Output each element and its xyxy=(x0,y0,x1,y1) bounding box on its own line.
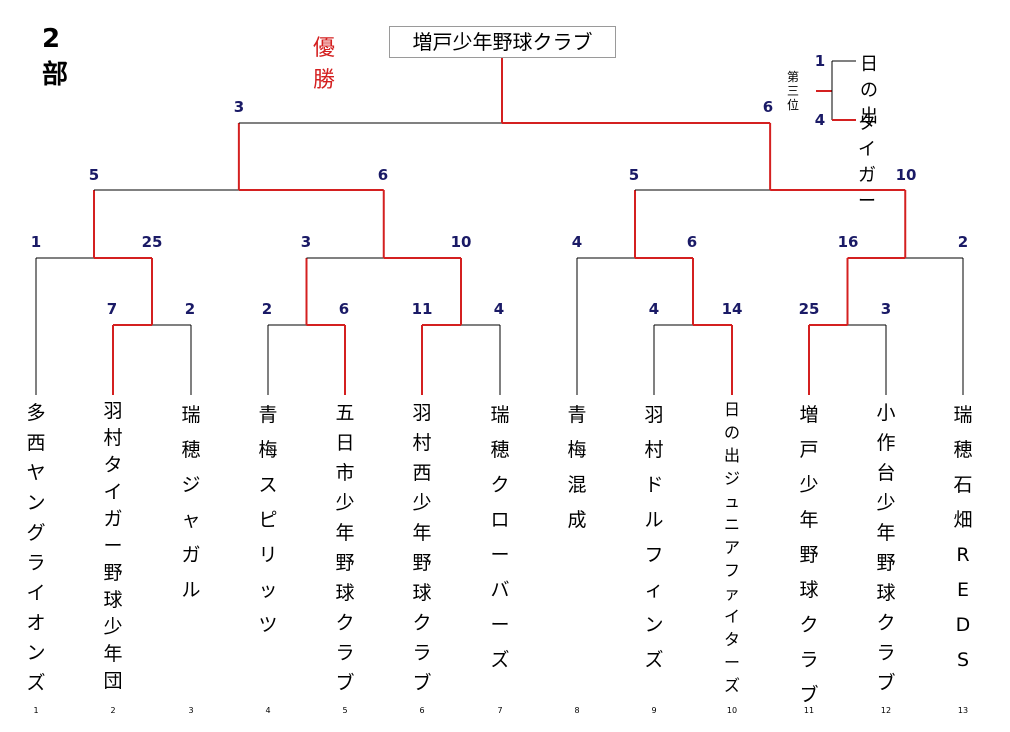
team-name-12: 小作台少年野球クラブ xyxy=(876,402,896,694)
team-num-12: 12 xyxy=(880,706,892,715)
team-name-1: 多西ヤングライオンズ xyxy=(26,402,46,694)
score-r2-a-left: 1 xyxy=(30,233,42,251)
third-place-score-1: 1 xyxy=(814,52,826,70)
score-r1-team11: 25 xyxy=(798,300,820,318)
score-r1-team9: 4 xyxy=(648,300,660,318)
team-name-8: 青梅混成 xyxy=(567,404,587,531)
score-r2-c-left: 4 xyxy=(571,233,583,251)
team-num-4: 4 xyxy=(265,706,271,715)
score-r1-team10: 14 xyxy=(721,300,743,318)
score-final-right: 6 xyxy=(762,98,774,116)
team-name-5: 五日市少年野球クラブ xyxy=(335,402,355,694)
team-num-9: 9 xyxy=(651,706,657,715)
team-num-2: 2 xyxy=(110,706,116,715)
team-name-6: 羽村西少年野球クラブ xyxy=(412,402,432,694)
score-r1-team3: 2 xyxy=(184,300,196,318)
score-r2-b-right: 10 xyxy=(450,233,472,251)
team-name-9: 羽村ドルフィンズ xyxy=(644,404,664,671)
score-r1-team6: 11 xyxy=(411,300,433,318)
team-num-3: 3 xyxy=(188,706,194,715)
score-r2-d-right: 2 xyxy=(957,233,969,251)
score-r3-b-right: 10 xyxy=(895,166,917,184)
score-r2-b-left: 3 xyxy=(300,233,312,251)
team-name-3: 瑞穂ジャガル xyxy=(181,404,201,601)
champion-label: 優勝 xyxy=(313,36,338,93)
score-r2-a-right: 25 xyxy=(141,233,163,251)
score-r3-a-left: 5 xyxy=(88,166,100,184)
team-name-10: 日の出ジュニアファイターズ xyxy=(723,400,740,695)
third-place-score-2: 4 xyxy=(814,111,826,129)
score-r3-b-left: 5 xyxy=(628,166,640,184)
score-final-left: 3 xyxy=(233,98,245,116)
team-num-8: 8 xyxy=(574,706,580,715)
team-name-4: 青梅スピリッツ xyxy=(258,404,278,636)
team-num-11: 11 xyxy=(803,706,815,715)
score-r1-team7: 4 xyxy=(493,300,505,318)
team-num-5: 5 xyxy=(342,706,348,715)
team-name-2: 羽村タイガー野球少年団 xyxy=(103,400,123,692)
third-place-team-2: タイガー xyxy=(858,113,882,212)
team-name-7: 瑞穂クローバーズ xyxy=(490,404,510,671)
score-r1-team4: 2 xyxy=(261,300,273,318)
team-num-10: 10 xyxy=(726,706,738,715)
third-place-team-1: 日 の 出 xyxy=(860,54,884,127)
score-r2-c-right: 6 xyxy=(686,233,698,251)
team-num-13: 13 xyxy=(957,706,969,715)
score-r3-a-right: 6 xyxy=(377,166,389,184)
score-r1-team5: 6 xyxy=(338,300,350,318)
score-r2-d-left: 16 xyxy=(837,233,859,251)
score-r1-team12: 3 xyxy=(880,300,892,318)
third-place-label: 第三位 xyxy=(786,70,799,112)
team-name-11: 増戸少年野球クラブ xyxy=(799,404,819,706)
champion-name: 増戸少年野球クラブ xyxy=(389,26,616,58)
team-num-7: 7 xyxy=(497,706,503,715)
team-num-6: 6 xyxy=(419,706,425,715)
team-num-1: 1 xyxy=(33,706,39,715)
score-r1-team2: 7 xyxy=(106,300,118,318)
division-title: 2部 xyxy=(42,24,68,90)
